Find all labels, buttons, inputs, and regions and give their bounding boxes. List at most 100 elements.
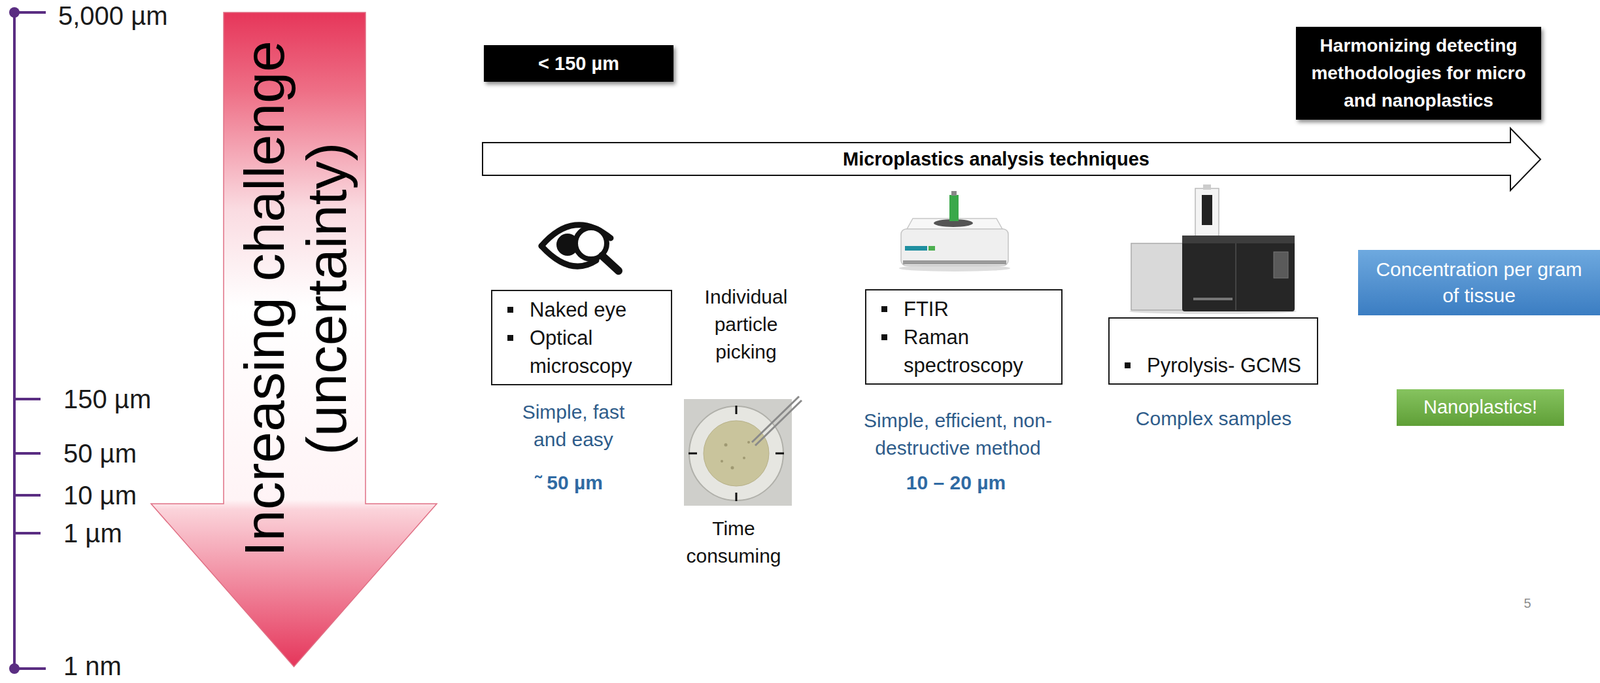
arrow-label-slot: Microplastics analysis techniques <box>481 142 1511 176</box>
particle <box>731 466 735 470</box>
heading-box: Harmonizing detecting methodologies for … <box>1295 26 1542 120</box>
particle <box>720 459 724 463</box>
scale-label-slot: 10 µm <box>63 480 137 510</box>
tweezers <box>751 396 800 443</box>
dish-mark <box>735 492 738 501</box>
photo-ground <box>683 398 792 506</box>
axis-tick <box>14 11 46 14</box>
axis-tick <box>14 666 46 670</box>
bullet-row: Optical microscopy <box>492 323 665 380</box>
instrument-body <box>901 228 1009 266</box>
size-limit: ˜ 50 µm <box>470 468 667 497</box>
box-label: < 150 µm <box>538 52 620 76</box>
axis-tick <box>14 451 41 455</box>
list-item: Naked eye <box>529 295 665 324</box>
bullet-row: Raman spectroscopy <box>866 323 1055 380</box>
method-note-slot: Simple, fast and easy <box>508 398 639 454</box>
scale-label-slot: 50 µm <box>63 438 137 468</box>
rotated-label: Increasing challenge (uncertainty) <box>233 17 358 580</box>
ms-top <box>1182 235 1295 244</box>
bullet-row: Naked eye <box>492 295 665 324</box>
scale-label: 150 µm <box>63 384 152 414</box>
scale-axis <box>13 12 16 669</box>
bullet-square <box>881 334 888 341</box>
method-note: Simple, fast and easy <box>508 398 639 454</box>
particle <box>747 440 750 444</box>
size-limit-slot: ˜ 50 µm <box>470 468 667 497</box>
display-panel <box>1273 251 1289 278</box>
page-number-slot: 5 <box>1514 593 1541 613</box>
eye-magnifier-icon <box>541 224 619 271</box>
gcms-instrument <box>1129 184 1297 314</box>
scale-label-slot: 1 µm <box>63 518 123 548</box>
list-item: Pyrolysis- GCMS <box>1146 351 1311 380</box>
method-box: Pyrolysis- GCMS <box>1108 317 1319 385</box>
method-box: Naked eyeOptical microscopy <box>491 289 673 386</box>
scale-label-slot: 1 nm <box>63 651 122 681</box>
scale-label: 50 µm <box>63 438 137 468</box>
box-label: Harmonizing detecting methodologies for … <box>1303 32 1534 115</box>
step-note: Individual particle picking <box>697 283 796 366</box>
scale-label-slot: 5,000 µm <box>58 1 169 31</box>
arrow-label: Increasing challenge (uncertainty) <box>233 17 358 580</box>
box-label: Concentration per gram of tissue <box>1372 256 1586 310</box>
magnifier-handle <box>602 255 619 271</box>
arrow-body <box>151 12 437 667</box>
arrow-body <box>482 128 1541 191</box>
list-item: FTIR <box>903 294 1055 324</box>
front-stripe <box>904 245 928 251</box>
list-item: Optical microscopy <box>529 323 665 380</box>
bullet-row: FTIR <box>866 294 1055 324</box>
list-item: Raman spectroscopy <box>903 323 1055 380</box>
method-note: Simple, efficient, non-destructive metho… <box>858 406 1058 462</box>
result-box: Nanoplastics! <box>1396 389 1565 426</box>
method-note-slot: Simple, efficient, non-destructive metho… <box>858 406 1058 462</box>
method-note: Complex samples <box>1082 404 1345 433</box>
arrow-label: Microplastics analysis techniques <box>842 148 1150 171</box>
dish-mark <box>775 452 784 455</box>
petri-dish-photo <box>683 396 802 506</box>
filter <box>703 420 769 486</box>
scale-label: 1 nm <box>63 651 122 681</box>
result-box: Concentration per gram of tissue <box>1358 249 1600 316</box>
size-tag: < 150 µm <box>483 45 674 82</box>
bullet-square <box>881 306 888 312</box>
dish-mark <box>688 452 698 455</box>
instrument-base <box>902 260 1007 265</box>
challenge-arrow: Increasing challenge (uncertainty) <box>151 12 437 667</box>
front-stripe <box>928 245 936 251</box>
ftir-instrument <box>899 190 1011 272</box>
box-label: Nanoplastics! <box>1423 394 1538 420</box>
step-note-slot: Time consuming <box>684 514 783 570</box>
scale-label: 10 µm <box>63 480 137 510</box>
step-note-slot: Individual particle picking <box>697 283 796 366</box>
press-tower <box>949 194 959 222</box>
tweezers <box>755 400 802 446</box>
ms-body <box>1182 235 1295 312</box>
dish-mark <box>735 405 738 414</box>
page-number: 5 <box>1514 593 1541 613</box>
step-note: Time consuming <box>684 514 783 570</box>
bullet-square <box>1124 362 1131 369</box>
bullet-square <box>507 306 514 313</box>
scale-label: 5,000 µm <box>58 1 169 31</box>
brand-strip <box>1193 297 1233 301</box>
axis-tick <box>14 397 41 401</box>
dish <box>689 406 784 501</box>
press-cap <box>951 190 957 196</box>
techniques-arrow: Microplastics analysis techniques <box>481 127 1542 191</box>
axis-tick <box>14 493 41 497</box>
particle <box>742 456 746 460</box>
panel-seam <box>1235 243 1237 310</box>
gc-body <box>1131 243 1185 310</box>
autosampler-window <box>1201 194 1213 225</box>
scale-label: 1 µm <box>63 518 123 548</box>
bullet-square <box>507 334 514 341</box>
method-note-slot: Complex samples <box>1082 404 1345 433</box>
particle <box>724 443 728 447</box>
autosampler-cap <box>1203 184 1211 190</box>
method-box: FTIRRaman spectroscopy <box>865 289 1063 385</box>
axis-tick <box>14 531 41 535</box>
bullet-row: Pyrolysis- GCMS <box>1109 351 1311 380</box>
